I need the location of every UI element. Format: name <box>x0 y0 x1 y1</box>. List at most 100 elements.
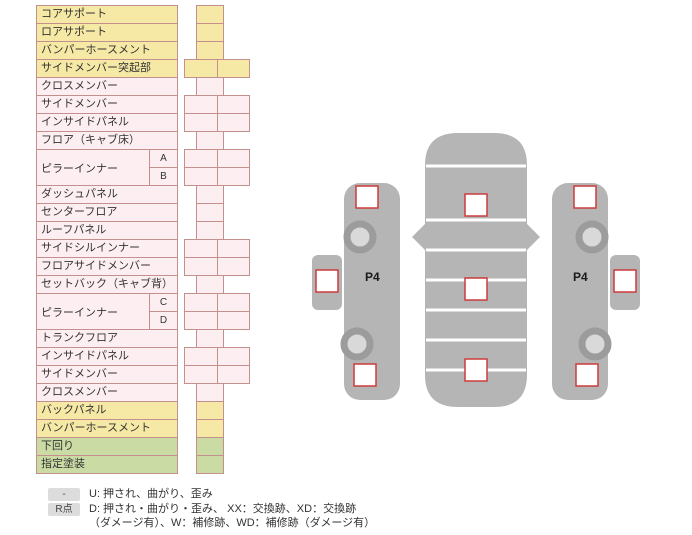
table-row: クロスメンバー <box>36 77 250 96</box>
legend-key: R点 <box>48 503 80 516</box>
damage-cells <box>184 41 250 60</box>
damage-cell <box>196 401 224 420</box>
damage-cells <box>184 383 250 402</box>
table-row: サイドメンバー <box>36 365 250 384</box>
damage-cell <box>196 185 224 204</box>
damage-cell <box>196 131 224 150</box>
damage-cells <box>184 95 250 114</box>
damage-marker <box>464 277 488 301</box>
table-row: コアサポート <box>36 5 250 24</box>
damage-cell <box>196 383 224 402</box>
table-row: サイドメンバー突起部 <box>36 59 250 78</box>
right-notch <box>527 224 540 250</box>
damage-cells <box>184 437 250 456</box>
table-row: 下回り <box>36 437 250 456</box>
table-row: フロア（キャブ床） <box>36 131 250 150</box>
damage-cell <box>184 113 218 132</box>
table-row: インサイドパネル <box>36 347 250 366</box>
damage-cells <box>184 455 250 474</box>
part-label: フロア（キャブ床） <box>36 131 178 150</box>
part-label: ピラーインナー <box>36 149 150 186</box>
damage-cell <box>217 167 250 186</box>
damage-marker <box>355 185 379 209</box>
damage-cell <box>184 167 218 186</box>
damage-cells <box>184 203 250 222</box>
damage-cells <box>184 185 250 204</box>
damage-cells <box>184 275 250 294</box>
table-row: バックパネル <box>36 401 250 420</box>
pillar-sub-label: B <box>149 167 178 186</box>
part-label: センターフロア <box>36 203 178 222</box>
damage-cell <box>196 275 224 294</box>
damage-marker <box>464 193 488 217</box>
damage-cell <box>184 311 218 330</box>
part-label: フロアサイドメンバー <box>36 257 178 276</box>
damage-marker <box>353 363 377 387</box>
part-label: ルーフパネル <box>36 221 178 240</box>
legend: - U: 押され、曲がり、歪み R点 D: 押され・曲がり・歪み、 XX：交換跡… <box>48 487 375 531</box>
damage-cells <box>184 167 250 186</box>
table-row: トランクフロア <box>36 329 250 348</box>
damage-marker <box>575 363 599 387</box>
damage-cell <box>196 419 224 438</box>
damage-cells <box>184 329 250 348</box>
table-row: インサイドパネル <box>36 113 250 132</box>
part-label: サイドシルインナー <box>36 239 178 258</box>
table-row: クロスメンバー <box>36 383 250 402</box>
part-label: バックパネル <box>36 401 178 420</box>
p4-label-left: P4 <box>365 270 380 284</box>
damage-cell <box>184 257 218 276</box>
damage-cell <box>217 59 250 78</box>
table-row: バンパーホースメント <box>36 41 250 60</box>
damage-cell <box>196 329 224 348</box>
table-row: 指定塗装 <box>36 455 250 474</box>
damage-cells <box>184 131 250 150</box>
vehicle-damage-diagram: P4 P4 <box>312 133 640 407</box>
damage-cell <box>217 239 250 258</box>
damage-marker <box>464 358 488 382</box>
damage-cells <box>184 221 250 240</box>
table-row: ダッシュパネル <box>36 185 250 204</box>
damage-cells <box>184 401 250 420</box>
damage-cell <box>217 311 250 330</box>
damage-cell <box>217 347 250 366</box>
damage-cell <box>217 293 250 312</box>
part-label: 下回り <box>36 437 178 456</box>
legend-text: U: 押され、曲がり、歪み <box>89 488 213 500</box>
part-label: クロスメンバー <box>36 77 178 96</box>
damage-cell <box>217 113 250 132</box>
damage-cells <box>184 23 250 42</box>
damage-cell <box>184 95 218 114</box>
damage-cell <box>196 23 224 42</box>
table-row: サイドメンバー <box>36 95 250 114</box>
damage-cell <box>184 347 218 366</box>
damage-cell <box>217 149 250 168</box>
damage-cells <box>184 149 250 168</box>
damage-marker <box>315 269 339 293</box>
part-label: クロスメンバー <box>36 383 178 402</box>
table-row: センターフロア <box>36 203 250 222</box>
legend-row: R点 D: 押され・曲がり・歪み、 XX：交換跡、XD：交換跡 （ダメージ有）、… <box>48 502 375 530</box>
pillar-sub-label: D <box>149 311 178 330</box>
damage-marker <box>573 185 597 209</box>
table-row: フロアサイドメンバー <box>36 257 250 276</box>
damage-cell <box>184 365 218 384</box>
part-label: サイドメンバー <box>36 365 178 384</box>
damage-cell <box>217 257 250 276</box>
wheel-marker <box>340 327 374 361</box>
damage-cells <box>184 419 250 438</box>
legend-key: - <box>48 488 80 501</box>
part-label: バンパーホースメント <box>36 41 178 60</box>
damage-marker <box>613 269 637 293</box>
table-row: サイドシルインナー <box>36 239 250 258</box>
wheel-marker <box>575 220 609 254</box>
damage-cells <box>184 59 250 78</box>
part-label: サイドメンバー突起部 <box>36 59 178 78</box>
part-label: ダッシュパネル <box>36 185 178 204</box>
legend-row: - U: 押され、曲がり、歪み <box>48 487 375 501</box>
wheel-marker <box>578 327 612 361</box>
damage-cells <box>184 5 250 24</box>
